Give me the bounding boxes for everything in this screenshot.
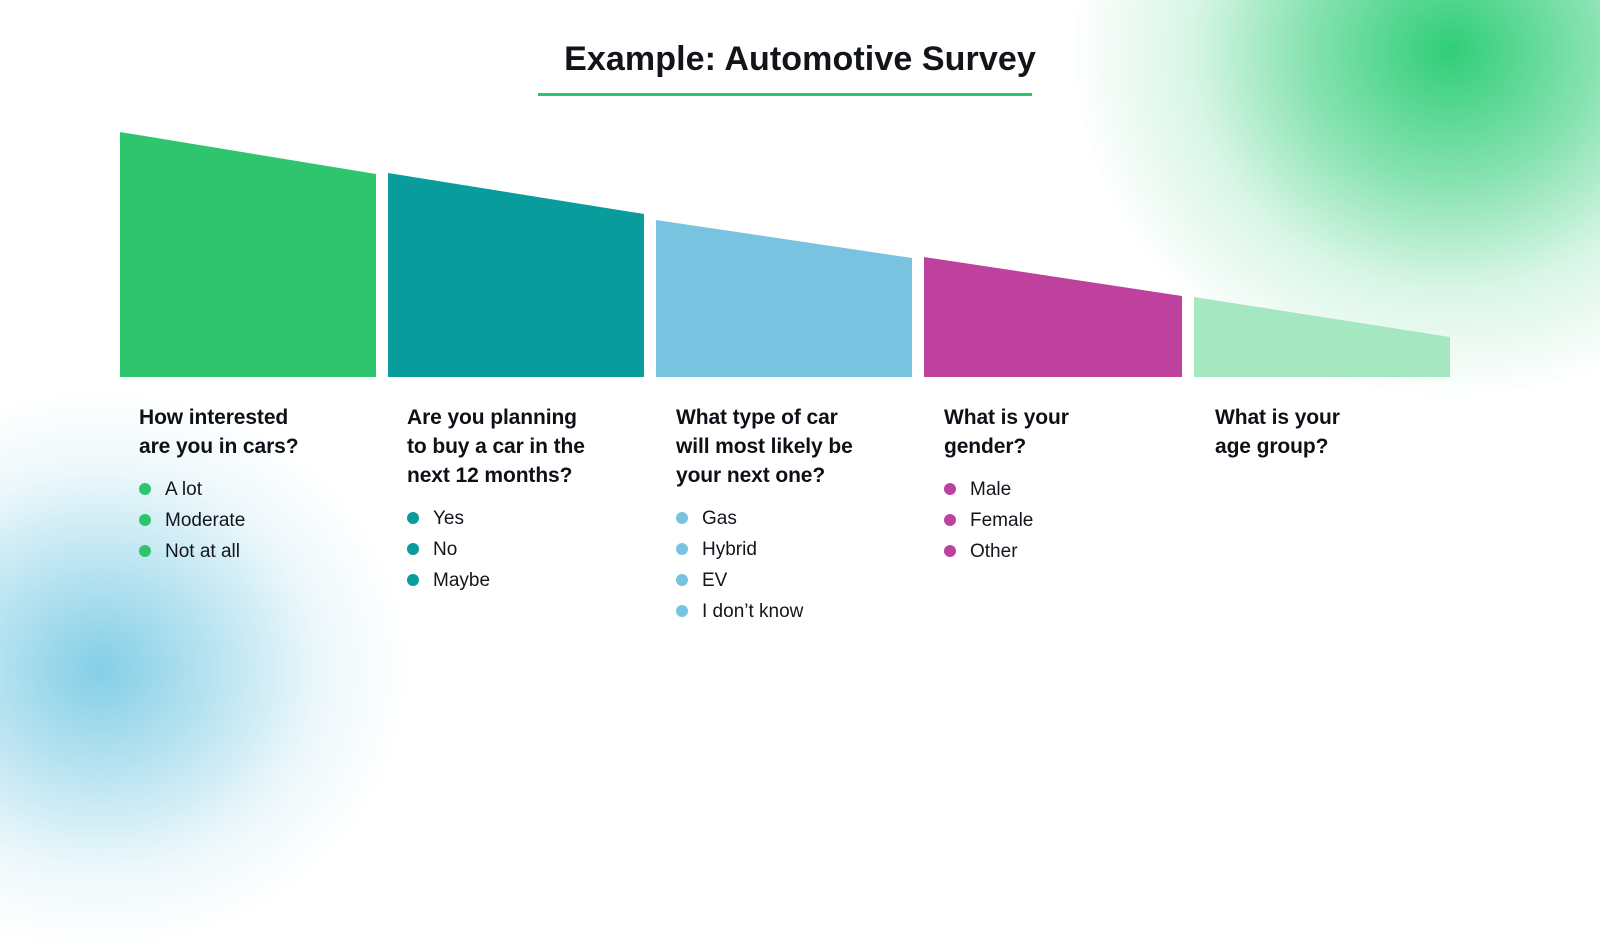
list-item[interactable]: Other <box>944 536 1069 567</box>
option-label: Moderate <box>165 509 246 531</box>
bullet-dot-icon <box>139 514 151 527</box>
option-label: Gas <box>702 507 737 529</box>
option-label: Other <box>970 540 1018 562</box>
list-item[interactable]: Yes <box>407 503 585 534</box>
option-label: EV <box>702 569 728 591</box>
bullet-dot-icon <box>139 545 151 558</box>
list-item[interactable]: Maybe <box>407 565 585 596</box>
option-label: Yes <box>433 507 464 529</box>
list-item[interactable]: Not at all <box>139 536 298 567</box>
list-item[interactable]: No <box>407 534 585 565</box>
bullet-dot-icon <box>676 574 688 587</box>
list-item[interactable]: Hybrid <box>676 534 853 565</box>
bullet-dot-icon <box>676 512 688 525</box>
title-container: Example: Automotive Survey <box>0 40 1600 89</box>
list-item[interactable]: Gas <box>676 503 853 534</box>
option-label: No <box>433 538 458 560</box>
stage-question-1: How interested are you in cars? <box>139 406 299 458</box>
stage-question-3: What type of car will most likely be you… <box>676 406 853 487</box>
option-label: I don’t know <box>702 600 804 622</box>
list-item[interactable]: I don’t know <box>676 596 853 627</box>
funnel-segment-4[interactable] <box>924 257 1182 377</box>
option-label: Male <box>970 478 1012 500</box>
bullet-dot-icon <box>407 574 419 587</box>
stage-column-2: Are you planning to buy a car in the nex… <box>407 404 585 596</box>
stage-question-4: What is your gender? <box>944 406 1069 458</box>
title-underline <box>538 93 1032 96</box>
funnel-segment-5[interactable] <box>1194 297 1450 377</box>
bullet-dot-icon <box>944 483 956 496</box>
option-label: Not at all <box>165 540 240 562</box>
stage-column-5: What is your age group? <box>1215 404 1340 462</box>
stage-question-5: What is your age group? <box>1215 406 1340 458</box>
chart-canvas: Example: Automotive Survey How intereste… <box>0 40 1600 627</box>
bullet-dot-icon <box>139 483 151 496</box>
bullet-dot-icon <box>944 545 956 558</box>
bullet-dot-icon <box>407 543 419 556</box>
list-item[interactable]: Female <box>944 505 1069 536</box>
option-label: Maybe <box>433 569 491 591</box>
funnel-segment-1[interactable] <box>120 132 376 377</box>
option-label: Female <box>970 509 1034 531</box>
bullet-dot-icon <box>407 512 419 525</box>
bullet-dot-icon <box>676 605 688 618</box>
stage-column-3: What type of car will most likely be you… <box>676 404 853 627</box>
funnel-segment-2[interactable] <box>388 173 644 377</box>
option-label: A lot <box>165 478 202 500</box>
bullet-dot-icon <box>676 543 688 556</box>
option-label: Hybrid <box>702 538 757 560</box>
list-item[interactable]: EV <box>676 565 853 596</box>
bullet-dot-icon <box>944 514 956 527</box>
list-item[interactable]: Male <box>944 474 1069 505</box>
funnel-segment-3[interactable] <box>656 220 912 377</box>
list-item[interactable]: Moderate <box>139 505 298 536</box>
page-title: Example: Automotive Survey <box>564 40 1036 78</box>
list-item[interactable]: A lot <box>139 474 298 505</box>
stage-question-2: Are you planning to buy a car in the nex… <box>407 406 585 487</box>
